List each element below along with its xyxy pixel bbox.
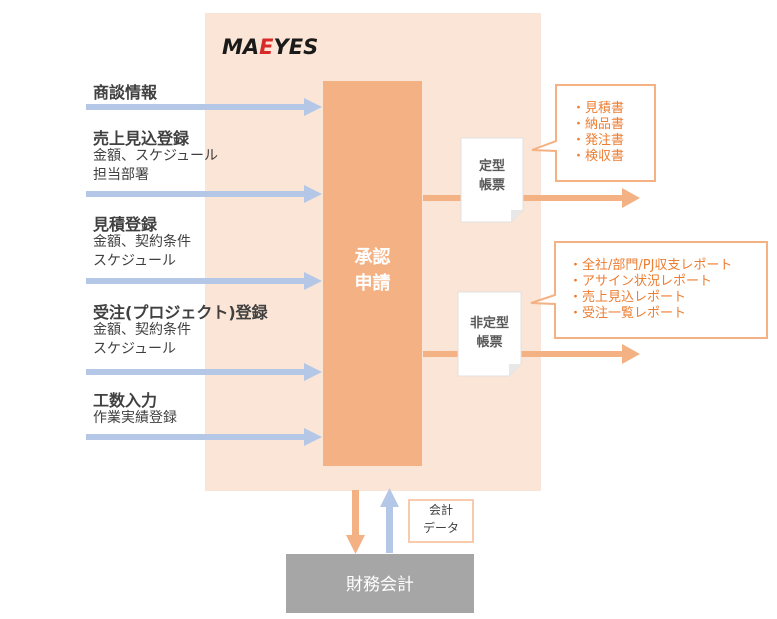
approval-label: 承認 申請 <box>354 247 391 294</box>
input-arrow-estimate <box>86 272 322 290</box>
input-arrow-order <box>86 363 322 381</box>
callout-nonfixed-item: ・売上見込レポート <box>569 290 687 305</box>
callout-fixed-item: ・検収書 <box>572 149 625 164</box>
input-title-sales-forecast: 売上見込登録 <box>93 129 190 148</box>
callout-fixed-item: ・発注書 <box>572 133 625 148</box>
accounting-data-box <box>408 499 474 543</box>
financial-accounting-box <box>286 554 474 613</box>
callout-nonfixed-item: ・全社/部門/PJ収支レポート <box>569 258 733 273</box>
callout-nonfixed-item: ・アサイン状況レポート <box>569 274 713 289</box>
financial-accounting-label: 財務会計 <box>346 575 414 595</box>
input-sub-order: 金額、契約条件 スケジュール <box>93 322 191 357</box>
input-arrow-sales-forecast <box>86 185 322 203</box>
callout-fixed-item: ・見積書 <box>572 101 625 116</box>
callout-nonfixed-item: ・受注一覧レポート <box>569 306 687 321</box>
doc-fixed-label: 定型 帳票 <box>478 159 505 193</box>
input-arrow-deal-info <box>86 98 322 116</box>
input-title-man-hours: 工数入力 <box>93 391 158 410</box>
callout-fixed-list: ・見積書 ・納品書 ・発注書 ・検収書 <box>572 101 624 165</box>
output-arrow-nonfixed <box>423 344 640 364</box>
callout-nonfixed-shape <box>530 241 768 339</box>
doc-fixed-shape <box>460 137 524 223</box>
output-arrow-fixed <box>423 188 640 208</box>
accounting-data-up-arrow <box>380 488 399 553</box>
input-sub-estimate: 金額、契約条件 スケジュール <box>93 234 191 269</box>
maeyes-logo: MAEYES <box>222 35 319 59</box>
callout-fixed-shape <box>531 84 656 182</box>
approval-box <box>323 81 422 466</box>
doc-nonfixed-shape <box>457 291 522 377</box>
callout-nonfixed-list: ・全社/部門/PJ収支レポート ・アサイン状況レポート ・売上見込レポート ・受… <box>569 258 732 322</box>
input-sub-sales-forecast: 金額、スケジュール 担当部署 <box>93 148 219 183</box>
callout-fixed-item: ・納品書 <box>572 117 625 132</box>
input-arrow-man-hours <box>86 428 322 446</box>
doc-nonfixed-label: 非定型 帳票 <box>469 316 509 350</box>
approval-down-arrow <box>346 490 365 554</box>
input-sub-man-hours: 作業実績登録 <box>93 410 177 426</box>
input-title-order: 受注(プロジェクト)登録 <box>93 303 268 322</box>
input-title-deal-info: 商談情報 <box>93 83 158 102</box>
accounting-data-label: 会計 データ <box>422 503 459 535</box>
input-title-estimate: 見積登録 <box>93 215 158 234</box>
